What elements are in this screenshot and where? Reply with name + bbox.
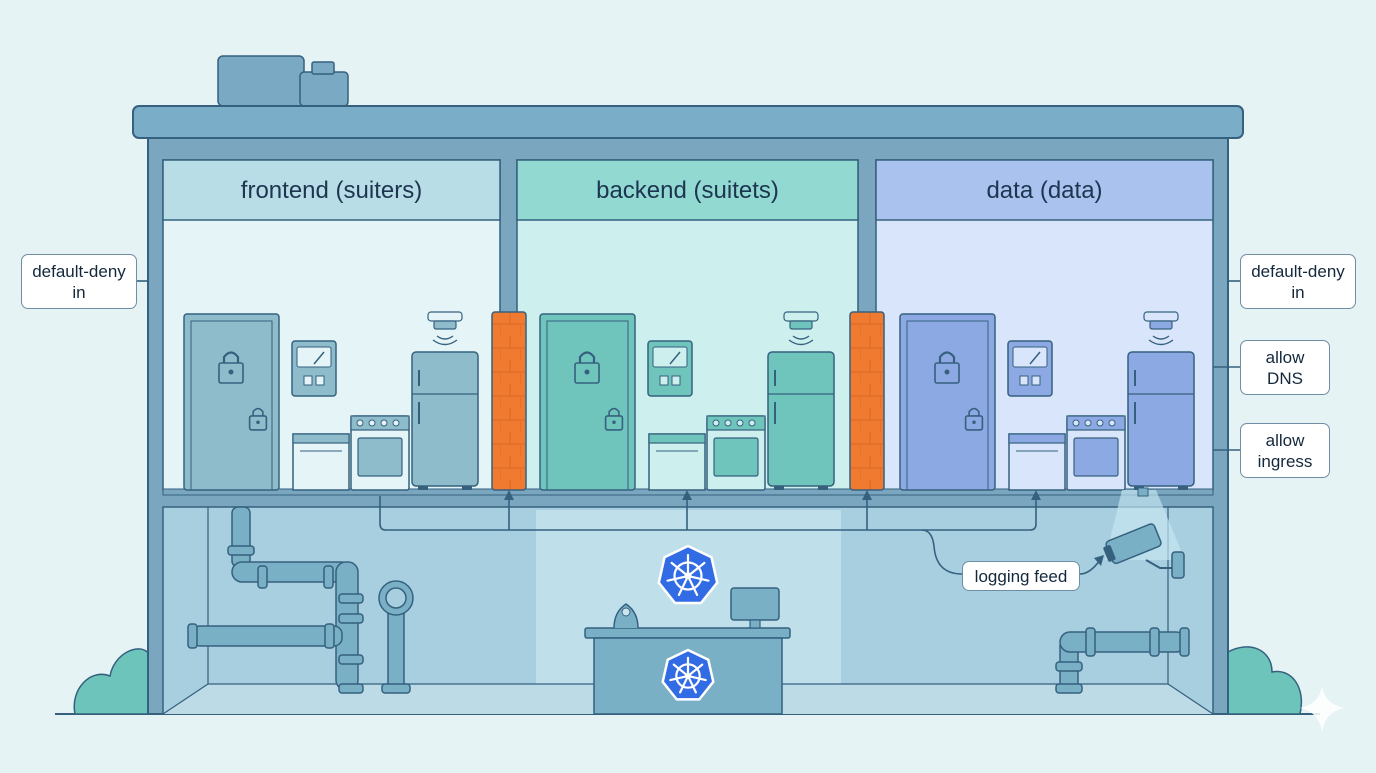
security-camera-icon <box>1103 487 1185 579</box>
padlock-icon <box>934 351 960 384</box>
refrigerator-icon <box>767 351 835 490</box>
room-header-data <box>875 159 1214 221</box>
firewall-wall-1 <box>491 311 527 491</box>
kubernetes-icon-desk <box>661 648 715 701</box>
network-arrows <box>504 490 1104 566</box>
callout-default-deny-left: default-deny in <box>21 254 137 309</box>
smoke-detector-icon <box>427 311 463 346</box>
smoke-detector-icon <box>1143 311 1179 346</box>
gauge-icon <box>1007 340 1053 397</box>
kubernetes-icon <box>657 544 719 605</box>
firewall-wall-2 <box>849 311 885 491</box>
stove-icon <box>1066 415 1126 491</box>
callout-connectors <box>137 280 1240 451</box>
rooftop-unit-small <box>299 71 349 107</box>
refrigerator-icon <box>1127 351 1195 490</box>
padlock-icon <box>218 351 244 384</box>
callout-logging-feed: logging feed <box>962 561 1080 591</box>
padlock-icon <box>574 351 600 384</box>
room-title-backend: backend (suitets) <box>596 177 779 204</box>
roof <box>132 105 1244 139</box>
callout-allow-dns: allow DNS <box>1240 340 1330 395</box>
pipe-icon <box>187 506 414 694</box>
padlock-icon <box>604 407 624 431</box>
door <box>183 313 280 491</box>
smoke-detector-icon <box>783 311 819 346</box>
appliance-group <box>183 311 479 491</box>
dishwasher-icon <box>648 433 706 491</box>
door <box>539 313 636 491</box>
appliance-group <box>539 311 835 491</box>
monitor-icon <box>730 587 780 629</box>
dishwasher-icon <box>292 433 350 491</box>
appliance-group <box>899 311 1195 491</box>
callout-allow-ingress: allow ingress <box>1240 423 1330 478</box>
room-title-data: data (data) <box>986 177 1103 204</box>
padlock-icon <box>964 407 984 431</box>
room-header-backend <box>516 159 859 221</box>
pipe-icon-right <box>1055 627 1190 694</box>
bush-right <box>1227 646 1303 715</box>
rooftop-unit <box>217 55 305 107</box>
door <box>899 313 996 491</box>
room-title-frontend: frontend (suiters) <box>240 177 423 204</box>
padlock-icon <box>248 407 268 431</box>
stove-icon <box>350 415 410 491</box>
sparkle-icon <box>1300 687 1344 732</box>
gauge-icon <box>647 340 693 397</box>
room-header-frontend <box>162 159 501 221</box>
stove-icon <box>706 415 766 491</box>
bush-left <box>73 648 151 715</box>
gauge-icon <box>291 340 337 397</box>
network-lines <box>379 496 1101 575</box>
dishwasher-icon <box>1008 433 1066 491</box>
appliances <box>183 311 1195 491</box>
refrigerator-icon <box>411 351 479 490</box>
callout-default-deny-right: default-deny in <box>1240 254 1356 309</box>
